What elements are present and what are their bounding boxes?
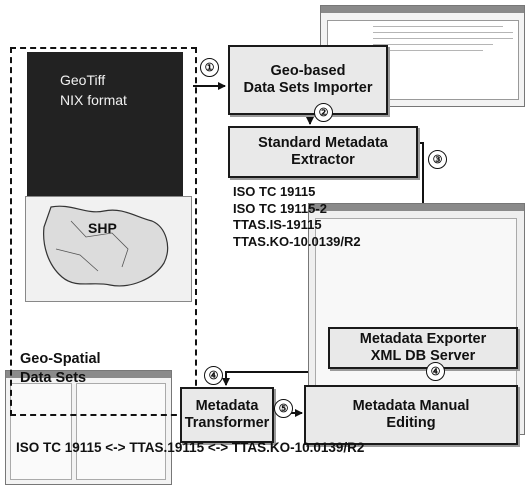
exporter-box: Metadata Exporter XML DB Server <box>328 327 518 369</box>
step-1-badge: ① <box>200 58 219 77</box>
editing-box: Metadata Manual Editing <box>304 385 518 445</box>
standard-item: ISO TC 19115-2 <box>233 201 361 218</box>
standards-list: ISO TC 19115 ISO TC 19115-2 TTAS.IS-1911… <box>233 184 361 250</box>
step-3-badge: ③ <box>428 150 447 169</box>
step-4-badge-right: ④ <box>426 362 445 381</box>
raster-format-label: GeoTiff NIX format <box>60 70 127 110</box>
shapefile-map: SHP <box>25 196 192 302</box>
step-4-badge-left: ④ <box>204 366 223 385</box>
extractor-box: Standard Metadata Extractor <box>228 126 418 178</box>
standard-item: ISO TC 19115 <box>233 184 361 201</box>
shapefile-map-outline <box>26 197 191 301</box>
importer-box: Geo-based Data Sets Importer <box>228 45 388 115</box>
mapping-caption: ISO TC 19115 <-> TTAS.19115 <-> TTAS.KO-… <box>16 440 364 455</box>
raster-dataset-image: GeoTiff NIX format <box>27 52 183 204</box>
standard-item: TTAS.IS-19115 <box>233 217 361 234</box>
step-5-badge: ⑤ <box>274 399 293 418</box>
standard-item: TTAS.KO-10.0139/R2 <box>233 234 361 251</box>
shp-label: SHP <box>88 220 117 236</box>
step-2-badge: ② <box>314 103 333 122</box>
transformer-box: Metadata Transformer <box>180 387 274 443</box>
datasets-caption: Geo-Spatial Data Sets <box>20 350 101 388</box>
